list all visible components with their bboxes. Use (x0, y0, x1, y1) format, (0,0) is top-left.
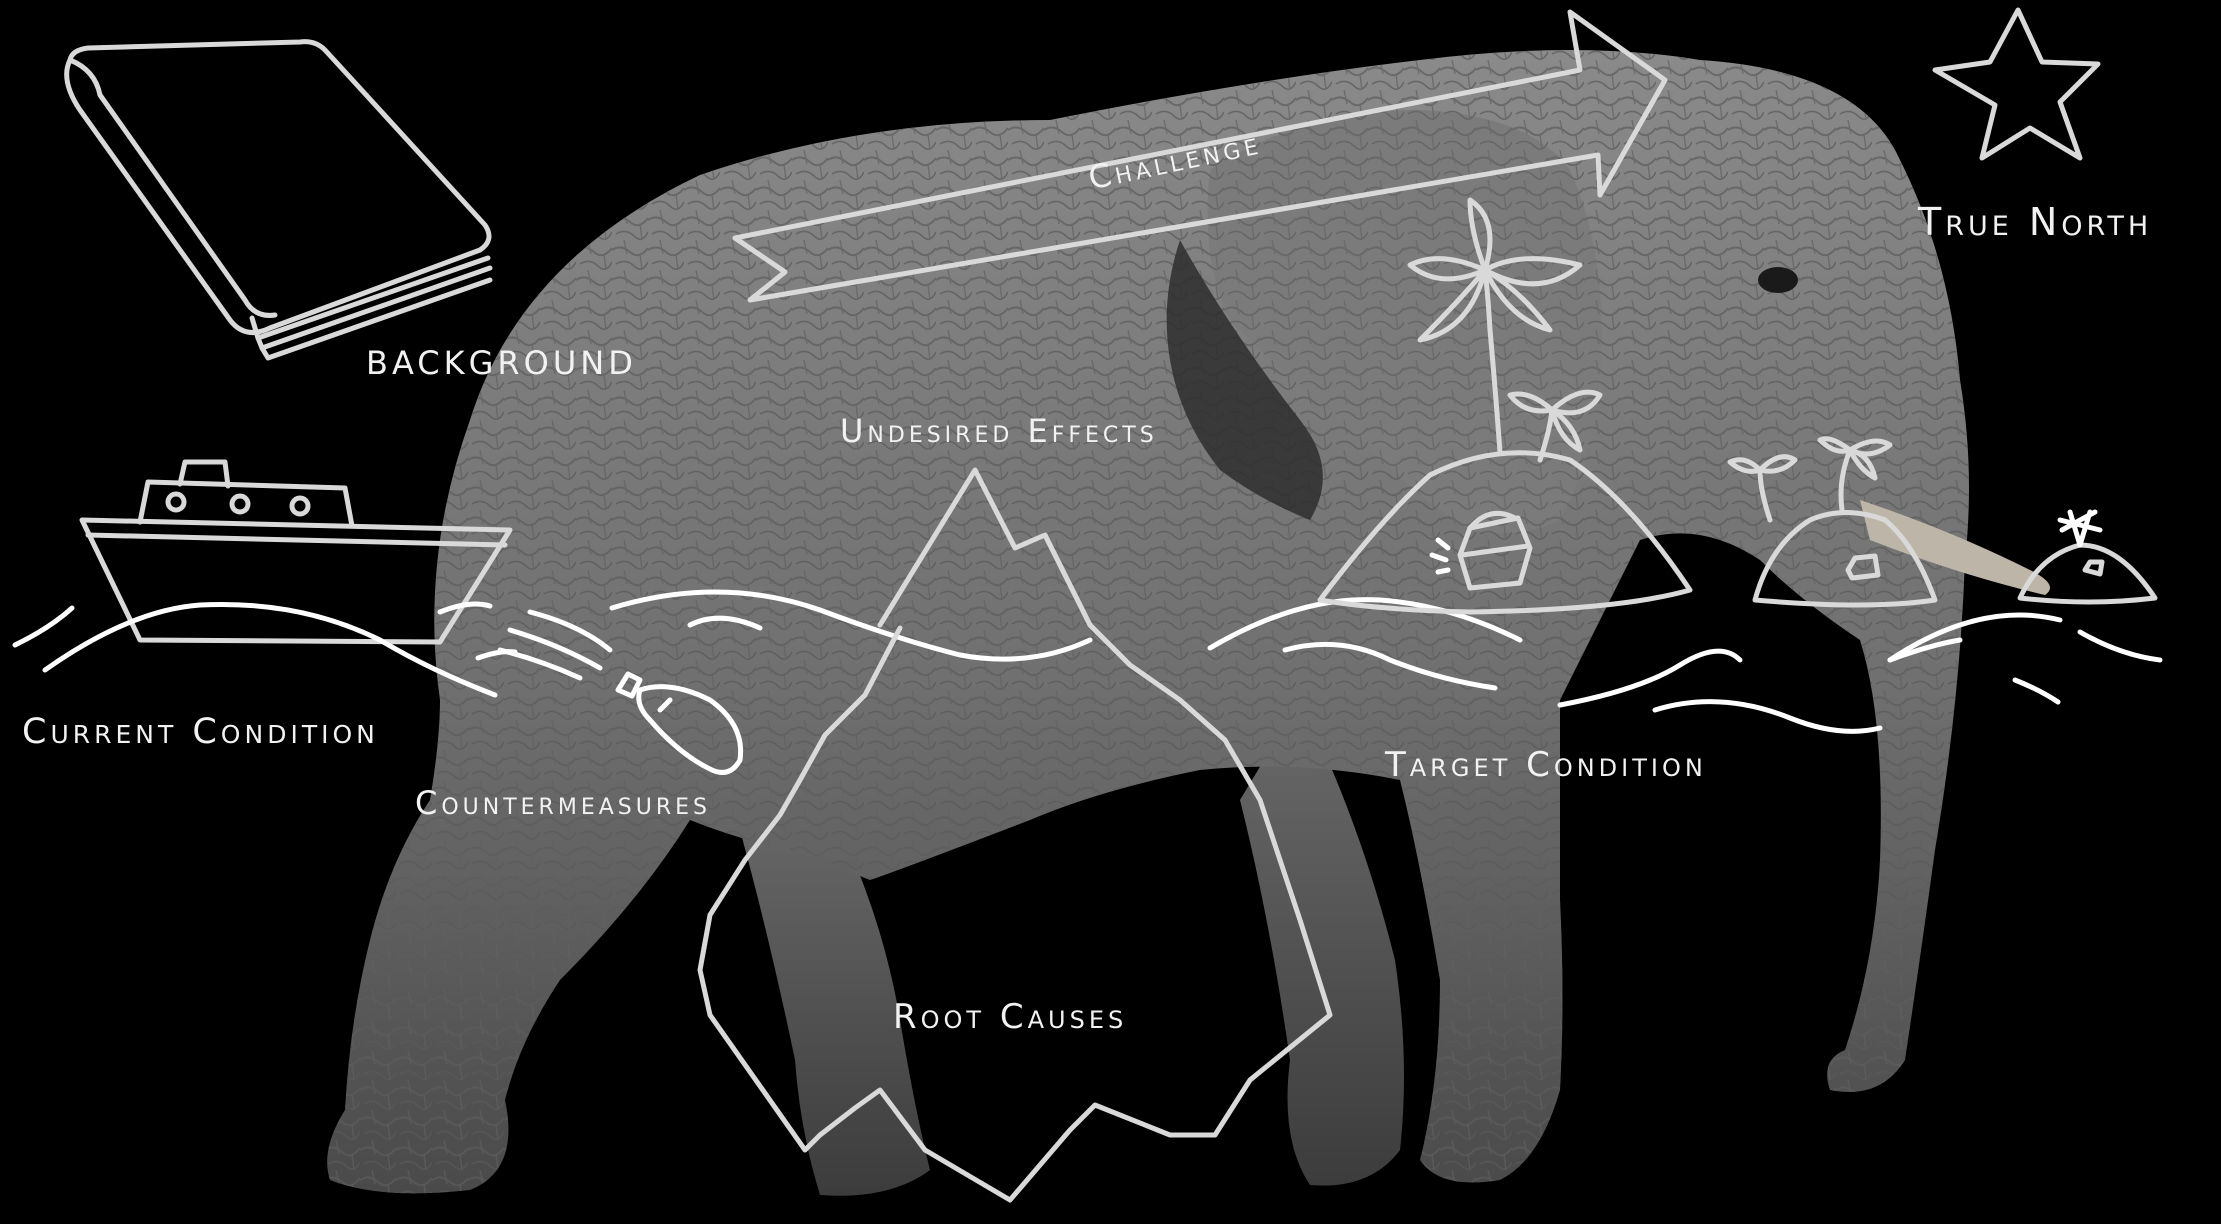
label-current-condition: Current Condition (22, 712, 379, 752)
elephant-image (327, 50, 2050, 1196)
label-root-causes: Root Causes (893, 997, 1127, 1037)
label-undesired-effects: Undesired Effects (840, 412, 1158, 450)
label-countermeasures: Countermeasures (415, 784, 711, 822)
label-target-condition: Target Condition (1385, 745, 1707, 785)
label-background: BACKGROUND (366, 344, 637, 382)
book-icon (67, 42, 490, 358)
star-icon (1935, 10, 2098, 158)
label-true-north: True North (1918, 200, 2152, 244)
